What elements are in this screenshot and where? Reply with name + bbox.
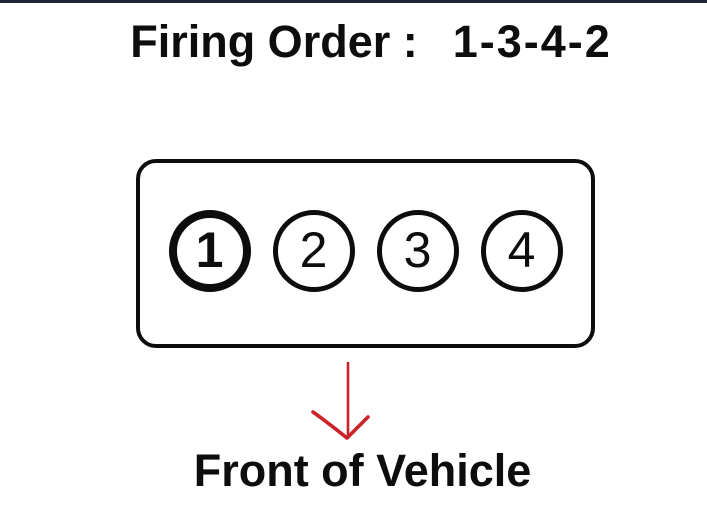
cylinder-1: 1	[168, 209, 251, 292]
page-title: Firing Order : 1-3-4-2	[35, 19, 707, 64]
cylinder-bank-outline: 1 2 3 4	[136, 159, 595, 348]
cylinder-3-number: 3	[403, 221, 432, 278]
cylinder-4-number: 4	[507, 221, 536, 278]
front-of-vehicle-label: Front of Vehicle	[193, 445, 532, 496]
down-arrow-icon	[311, 361, 370, 440]
cylinder-2: 2	[272, 209, 355, 292]
title-label: Firing Order :	[130, 16, 418, 67]
cylinder-1-number: 1	[195, 221, 224, 278]
firing-order-value: 1-3-4-2	[452, 16, 612, 67]
cylinder-2-number: 2	[299, 221, 328, 278]
cylinder-3: 3	[376, 209, 459, 292]
cylinder-4: 4	[480, 209, 563, 292]
top-border-line	[0, 0, 707, 3]
down-arrow-head	[311, 410, 370, 440]
